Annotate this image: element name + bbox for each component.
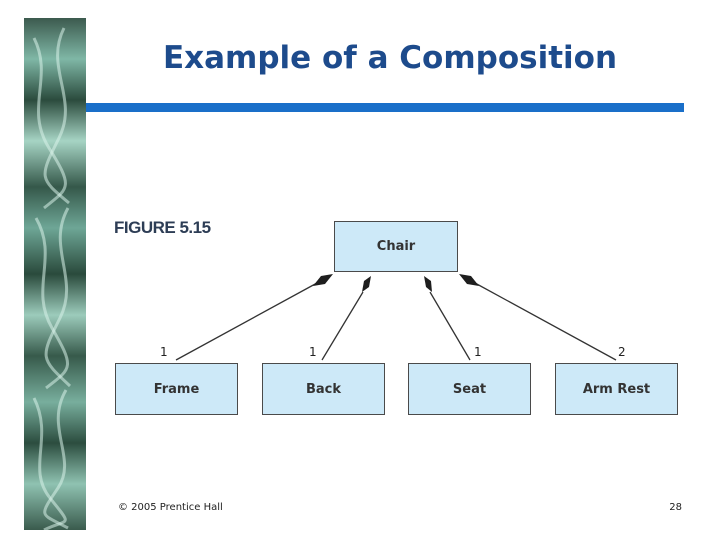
diamond-frame: [313, 274, 333, 286]
multiplicity-frame: 1: [160, 345, 168, 359]
title-divider: [86, 103, 684, 112]
class-box-back: Back: [262, 363, 385, 415]
class-box-arm-rest: Arm Rest: [555, 363, 678, 415]
diamond-back: [362, 276, 371, 292]
decorative-flame-strip: [24, 18, 86, 530]
figure-label: FIGURE 5.15: [114, 218, 211, 237]
class-box-seat: Seat: [408, 363, 531, 415]
connector-seat: [429, 291, 471, 361]
connector-back: [321, 291, 364, 361]
slide-title: Example of a Composition: [162, 40, 618, 76]
class-box-frame: Frame: [115, 363, 238, 415]
diamond-seat: [424, 276, 432, 292]
multiplicity-back: 1: [309, 345, 317, 359]
multiplicity-arm-rest: 2: [618, 345, 626, 359]
multiplicity-seat: 1: [474, 345, 482, 359]
connector-arm-rest: [474, 282, 617, 361]
page-number: 28: [669, 502, 682, 513]
diamond-arm-rest: [459, 274, 479, 286]
class-box-chair: Chair: [334, 221, 458, 272]
footer-copyright: © 2005 Prentice Hall: [118, 502, 223, 513]
connector-frame: [175, 282, 318, 361]
